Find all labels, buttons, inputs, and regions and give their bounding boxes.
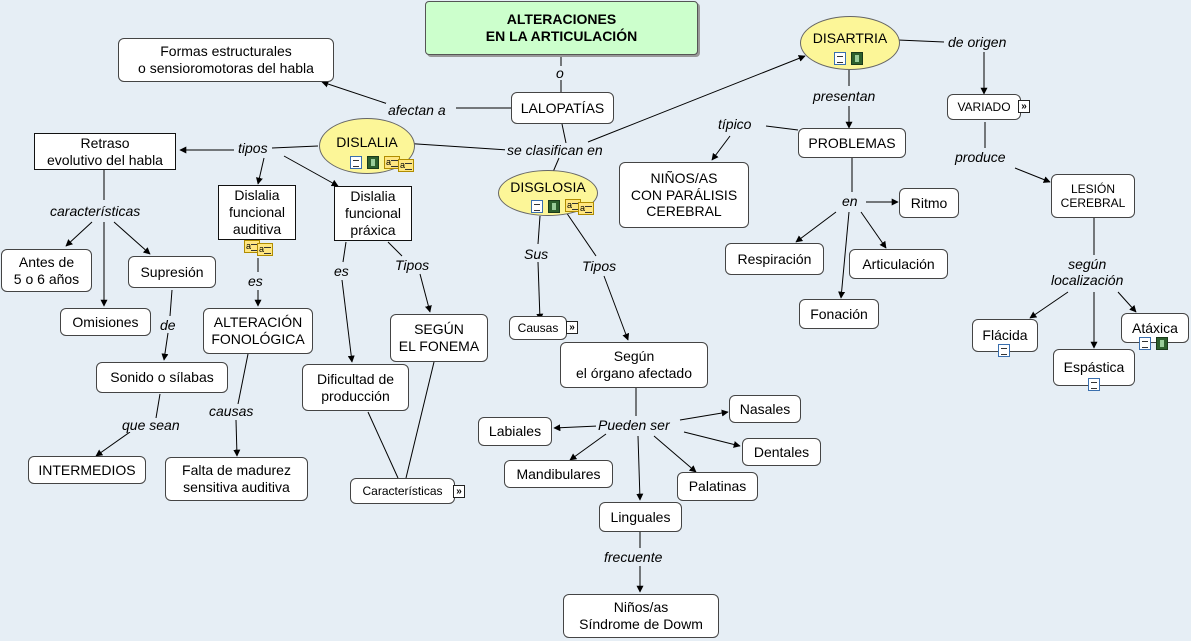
film-icon[interactable] [1156, 337, 1168, 350]
document-icon[interactable] [834, 52, 846, 65]
intermedios-node[interactable]: INTERMEDIOS [28, 456, 146, 484]
ninos-paralisis-node[interactable]: NIÑOS/AS CON PARÁLISIS CEREBRAL [619, 162, 749, 228]
nasales-node[interactable]: Nasales [729, 395, 801, 423]
ataxica-node[interactable]: Atáxica [1121, 313, 1189, 343]
segun-organo-node[interactable]: Según el órgano afectado [560, 342, 708, 388]
segun-fonema-node[interactable]: SEGÚN EL FONEMA [390, 314, 488, 362]
lalopatias-node[interactable]: LALOPATÍAS [511, 92, 614, 124]
causas-node[interactable]: Causas [509, 316, 567, 340]
dificultad-node[interactable]: Dificultad de producción [302, 364, 409, 411]
ritmo-node[interactable]: Ritmo [899, 188, 959, 218]
document-icon[interactable] [531, 200, 543, 213]
sindrome-node[interactable]: Niños/as Síndrome de Dowm [563, 594, 719, 638]
retraso-node[interactable]: Retraso evolutivo del habla [34, 133, 176, 170]
problemas-node[interactable]: PROBLEMAS [798, 128, 906, 158]
supresion-node[interactable]: Supresión [128, 256, 216, 288]
film-icon[interactable] [367, 156, 379, 169]
sonido-node[interactable]: Sonido o sílabas [96, 362, 228, 393]
antes-node[interactable]: Antes de 5 o 6 años [1, 249, 92, 292]
articulacion-node[interactable]: Articulación [849, 249, 948, 279]
note-icon[interactable]: a [398, 159, 414, 172]
document-icon[interactable] [998, 344, 1010, 357]
alteracion-node[interactable]: ALTERACIÓN FONOLÓGICA [203, 308, 313, 354]
omisiones-node[interactable]: Omisiones [60, 308, 151, 336]
link-label-o: o [554, 65, 566, 81]
funcional-auditiva-node[interactable]: Dislalia funcional auditiva [218, 185, 296, 240]
falta-node[interactable]: Falta de madurez sensitiva auditiva [165, 457, 308, 501]
document-icon[interactable] [1139, 337, 1151, 350]
note-icon[interactable]: a [384, 156, 400, 169]
fonacion-node[interactable]: Fonación [799, 299, 879, 329]
link-label-caracteristicas: características [48, 203, 143, 219]
link-label-es-praxica: es [332, 263, 351, 279]
link-label-tipos-disglosia: Tipos [580, 258, 619, 274]
link-label-pueden-ser: Pueden ser [596, 417, 672, 433]
film-icon[interactable] [851, 52, 863, 65]
link-label-segun-localizacion: según localización [1049, 256, 1126, 289]
respiracion-node[interactable]: Respiración [725, 243, 824, 275]
mandibulares-node[interactable]: Mandibulares [504, 460, 613, 488]
link-label-tipico: típico [716, 116, 754, 132]
note-icon[interactable]: a [578, 202, 594, 215]
note-icon[interactable]: a [565, 199, 581, 212]
title-node[interactable]: ALTERACIONES EN LA ARTICULACIÓN [425, 1, 698, 55]
link-label-presentan: presentan [811, 88, 878, 104]
palatinas-node[interactable]: Palatinas [677, 472, 758, 501]
link-label-se-clasifican-en: se clasifican en [505, 142, 605, 158]
dentales-node[interactable]: Dentales [742, 438, 821, 466]
link-label-en: en [840, 193, 860, 209]
expand-icon[interactable]: » [566, 321, 578, 334]
funcional-praxica-node[interactable]: Dislalia funcional práxica [334, 186, 412, 241]
link-label-afectan-a: afectan a [386, 102, 448, 118]
link-label-sus: Sus [522, 246, 551, 262]
link-label-de-origen: de origen [946, 34, 1009, 50]
expand-icon[interactable]: » [453, 485, 465, 498]
expand-icon[interactable]: » [1018, 100, 1030, 113]
film-icon[interactable] [548, 200, 560, 213]
link-label-frecuente: frecuente [602, 549, 665, 565]
lesion-node[interactable]: LESIÓN CEREBRAL [1051, 174, 1135, 218]
link-label-que-sean: que sean [120, 417, 182, 433]
formas-node[interactable]: Formas estructurales o sensioromotoras d… [118, 38, 334, 82]
link-label-tipos-dislalia: tipos [236, 140, 270, 156]
espastica-node[interactable]: Espástica [1053, 349, 1135, 386]
document-icon[interactable] [1088, 378, 1100, 391]
note-icon[interactable]: a [244, 240, 260, 253]
link-label-es-auditiva: es [246, 273, 265, 289]
document-icon[interactable] [350, 156, 362, 169]
linguales-node[interactable]: Linguales [599, 502, 682, 532]
labiales-node[interactable]: Labiales [478, 417, 552, 446]
link-label-de: de [158, 317, 178, 333]
note-icon[interactable]: a [257, 243, 273, 256]
link-label-tipos-praxica: Tipos [393, 257, 432, 273]
caracteristicas-node[interactable]: Características [350, 478, 455, 504]
variado-node[interactable]: VARIADO [947, 94, 1021, 120]
link-label-produce: produce [953, 149, 1008, 165]
link-label-causas: causas [207, 403, 256, 419]
disartria-node[interactable]: DISARTRIA [800, 16, 900, 70]
